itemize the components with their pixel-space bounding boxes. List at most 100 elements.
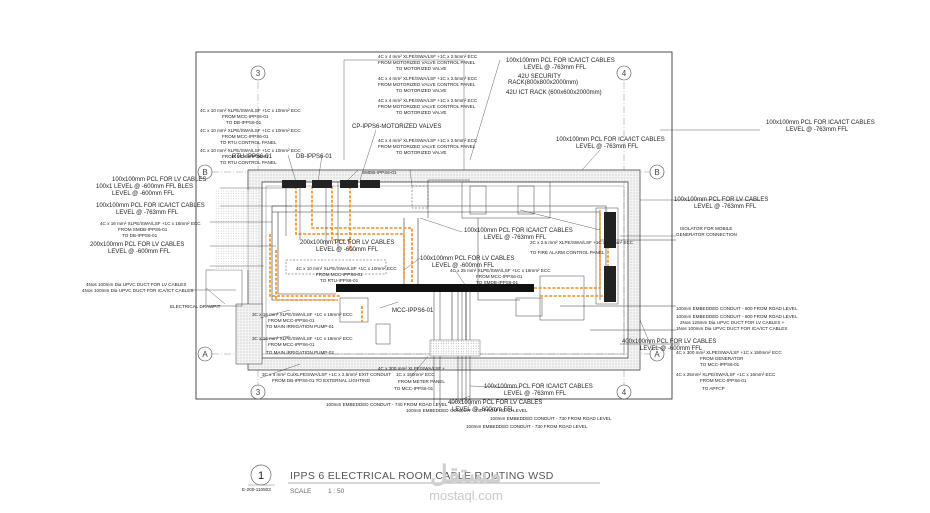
- label-gen-cable-1: 4C x 300 mm² XLPE/SWA/LSF +1C x 150mm² E…: [676, 350, 782, 355]
- label-bottom-ict-1: 100x100mm PCL FOR ICA/ICT CABLES: [484, 384, 593, 390]
- label-emb-bottom-2: 100mm EMBEDDED CONDUIT - 740 FROM ROAD L…: [406, 408, 528, 413]
- dashed-room: [285, 259, 387, 275]
- label-pcl-ict-left-1: 100x100mm PCL FOR ICA/ICT CABLES: [96, 203, 205, 209]
- label-gen-cable-2: FROM GENERATOR: [700, 356, 744, 361]
- annotations: 4C x 4 mm² XLPE/SWA/LSF +1C x 2.5mm² ECC…: [82, 54, 875, 429]
- label-fire-cable-1: 2C x 2.5 mm² XLPE/SWA/LSF +1C x 2.5mm² E…: [530, 240, 634, 245]
- label-security-rack-2: RACK(800x800x2000mm): [508, 80, 578, 86]
- grid-bubble-3-bottom: [250, 384, 266, 400]
- label-mv-1b: FROM MOTORIZED VALVE CONTROL PANEL: [378, 60, 476, 65]
- label-pcl-lv-centre-1: 200x100mm PCL FOR LV CABLES: [300, 240, 394, 246]
- label-rtu-2c: TO RTU CONTROL PANEL: [220, 140, 277, 145]
- label-rtu-cable-2: FROM MCC-IPPS6-01: [316, 272, 363, 277]
- label-main-feed-1: 4C x 300 mm² XLPE/SWA/LSF +: [378, 366, 445, 371]
- label-pcl-lv-1a: 100x100mm PCL FOR LV CABLES: [112, 177, 206, 183]
- label-rtu-3b: FROM MCC-IPPS6-01: [222, 154, 269, 159]
- label-mv-4b: FROM MOTORIZED VALVE CONTROL PANEL: [378, 144, 476, 149]
- black-wiring: [285, 179, 680, 408]
- label-gen-pcl-2: LEVEL @ -600mm FFL: [640, 346, 703, 352]
- label-pump1-3: TO MAIN IRRIGATION PUMP-01: [266, 324, 334, 329]
- label-bottom-lv-1: 400x100mm PCL FOR LV CABLES: [448, 400, 542, 406]
- left-conduit-zone: [214, 190, 258, 270]
- label-gen-pcl-1: 400x100mm PCL FOR LV CABLES: [622, 339, 716, 345]
- security-rack: [469, 185, 487, 215]
- scale-value: 1 : 50: [328, 488, 345, 495]
- label-rtu-3a: 4C x 10 mm² XLPE/SWA/LSF +1C x 10mm² ECC: [200, 148, 301, 153]
- grid-bubble-4-bottom: [616, 384, 632, 400]
- label-apfcp-1: 4C x 25mm² XLPE/SWA/LSF +1C x 16mm² ECC: [676, 372, 776, 377]
- label-emb-right-1: 100mm EMBEDDED CONDUIT - 600 FROM ROAD L…: [676, 306, 798, 311]
- label-security-rack-1: 42U SECURITY: [518, 74, 561, 80]
- rtu-panel: [339, 297, 369, 323]
- label-fire-cable-2: TO FIRE ALARM CONTROL PANEL: [530, 250, 605, 255]
- label-ext-light-2: FROM DB-IPPS6-01 TO EXTERNAL LIGHTING: [272, 378, 371, 383]
- grid-label-a-left: A: [202, 350, 208, 359]
- label-lv-mid-2: LEVEL @ -600mm FFL: [432, 263, 495, 269]
- grid-label-4-top: 4: [622, 69, 627, 78]
- label-ict-centre-2: LEVEL @ -763mm FFL: [484, 235, 547, 241]
- fire-alarm-panel: [539, 275, 585, 321]
- cp-motorized-valves-panel: [411, 185, 429, 209]
- label-rtu-1c: TO DB-IPPS6-01: [226, 120, 262, 125]
- label-smdb-feed-3: TO SMDB-IPPS6-01: [476, 280, 518, 285]
- watermark-latin: mostaql.com: [429, 488, 503, 503]
- label-mv-3b: FROM MOTORIZED VALVE CONTROL PANEL: [378, 104, 476, 109]
- label-rtu-2b: FROM MCC-IPPS6-01: [222, 134, 269, 139]
- label-mv-3a: 4C x 4 mm² XLPE/SWA/LSF +1C x 2.5mm² ECC: [378, 98, 478, 103]
- label-smdb-cable-3: TO DB-IPPS6-01: [122, 233, 158, 238]
- bottom-conduit-zone: [429, 339, 481, 357]
- ict-rack-area: [461, 181, 551, 219]
- label-cp-motorized-valves: CP-IPPS6-MOTORIZED VALVES: [352, 124, 441, 130]
- watermark-arabic: مستقل: [430, 461, 502, 488]
- label-pcl-lv-right-2: LEVEL @ -763mm FFL: [694, 204, 757, 210]
- label-main-feed-3: FROM METER PANEL: [398, 379, 445, 384]
- label-pcl-ict-left-2: LEVEL @ -763mm FFL: [116, 210, 179, 216]
- label-pcl-lv-1b: 100x1 LEVEL @ -600mm FFL BLES: [96, 184, 193, 190]
- label-mv-1a: 4C x 4 mm² XLPE/SWA/LSF +1C x 2.5mm² ECC: [378, 54, 478, 59]
- drawpit-wall: [235, 303, 263, 365]
- top-cable-entries: [282, 180, 380, 188]
- label-emb-right-2: 100mm EMBEDDED CONDUIT - 600 FROM ROAD L…: [676, 314, 798, 319]
- mcc-panel-row: [336, 284, 534, 292]
- equipment-outlines: [205, 181, 619, 345]
- label-pump1-2: FROM MCC-IPPS6-01: [268, 318, 315, 323]
- grid-label-4-bottom: 4: [622, 388, 627, 397]
- label-isolator-1: ISOLATOR FOR MOBILE: [680, 226, 732, 231]
- label-emb-bottom-3: 100mm EMBEDDED CONDUIT - 730 FROM ROAD L…: [490, 416, 612, 421]
- label-rtu-cable-1: 4C x 10 mm² XLPE/SWA/LSF +1C x 10mm² ECC: [296, 266, 397, 271]
- drawing-ref: E-200-110503: [242, 487, 271, 492]
- label-pcl-ict-top-1: 100x100mm PCL FOR ICA/ICT CABLES: [506, 58, 615, 64]
- label-pcl-lv-1c: LEVEL @ -600mm FFL: [112, 191, 175, 197]
- label-ict-centre-1: 100x100mm PCL FOR ICA/ICT CABLES: [464, 228, 573, 234]
- label-pcl-lv-centre-2: LEVEL @ -600mm FFL: [316, 247, 379, 253]
- drawing-title: IPPS 6 ELECTRICAL ROOM CABLE ROUTING WSD: [290, 470, 554, 482]
- label-duct-right-1: 2Nos 125mm Dia UPVC DUCT FOR LV CABLES +: [680, 320, 785, 325]
- label-mv-3c: TO MOTORIZED VALVE: [396, 110, 446, 115]
- label-rtu-3c: TO RTU CONTROL PANEL: [220, 160, 277, 165]
- label-ict-rack: 42U ICT RACK (600x600x2000mm): [506, 90, 602, 96]
- label-main-feed-4: TO MCC-IPPS6-01: [394, 386, 434, 391]
- label-pump2-3: TO MAIN IRRIGATION PUMP-02: [266, 350, 334, 355]
- label-db-ipps6: DB-IPPS6-01: [296, 154, 333, 160]
- grid-label-a-right: A: [654, 350, 660, 359]
- label-pcl-ict-right-1: 100x100mm PCL FOR ICA/ICT CABLES: [766, 120, 875, 126]
- lv-cable-routes: [269, 186, 609, 322]
- label-gen-cable-3: TO MCC-IPPS6-01: [700, 362, 740, 367]
- isolator-panel: [595, 207, 619, 305]
- label-duct-lv: 4Nos 100mm Dia UPVC DUCT FOR LV CABLES: [86, 282, 186, 287]
- label-mcc-ipps6: MCC-IPPS6-01: [392, 308, 434, 314]
- label-rtu-ipps6: RTU-IPPS6-01: [232, 154, 273, 160]
- label-mv-2b: FROM MOTORIZED VALVE CONTROL PANEL: [378, 82, 476, 87]
- right-equipment: [604, 212, 616, 302]
- label-smdb-cable-1: 4C x 16 mm² XLPE/SWA/LSF +1C x 16mm² ECC: [100, 221, 201, 226]
- label-pcl-lv-2b: LEVEL @ -600mm FFL: [108, 249, 171, 255]
- grid-label-3-top: 3: [256, 69, 261, 78]
- title-block: 1 E-200-110503 IPPS 6 ELECTRICAL ROOM CA…: [242, 464, 600, 495]
- label-smdb-feed-2: FROM MCC-IPPS6-01: [476, 274, 523, 279]
- label-electrical-drawpit: ELECTRICAL DRAWPIT: [170, 304, 221, 309]
- grid-bubble-a-right: [649, 346, 665, 362]
- label-duct-ict: 4Nos 100mm Dia UPVC DUCT FOR ICA/ICT CAB…: [82, 288, 193, 293]
- label-mv-1c: TO MOTORIZED VALVE: [396, 66, 446, 71]
- label-emb-bottom-1: 100mm EMBEDDED CONDUIT - 740 FROM ROAD L…: [326, 402, 448, 407]
